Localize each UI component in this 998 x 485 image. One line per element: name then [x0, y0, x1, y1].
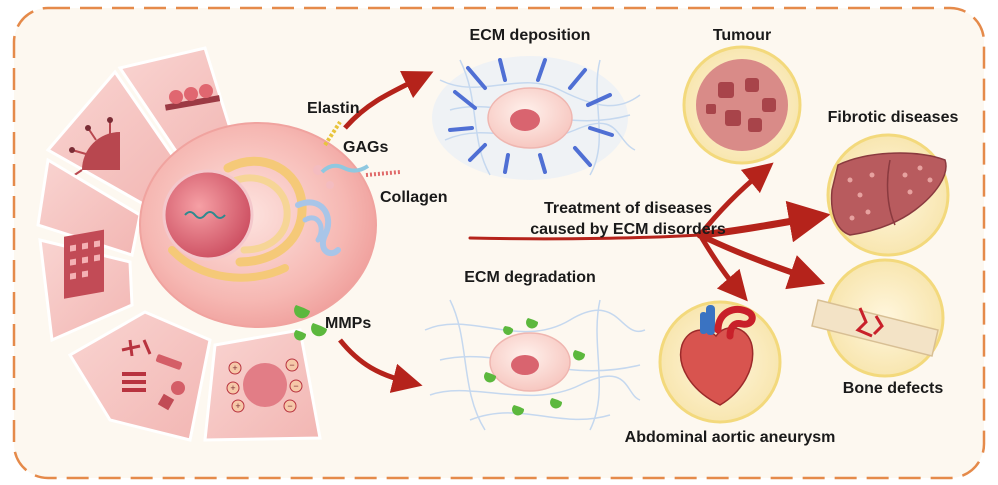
- microneedle-scaffold-icon: [64, 229, 104, 299]
- treatment-arrows: [468, 162, 831, 302]
- ecm-components-icon: [320, 120, 401, 177]
- dashed-frame: [12, 6, 986, 480]
- svg-text:−: −: [293, 381, 298, 391]
- treatment-label-line1: Treatment of diseases: [543, 200, 713, 217]
- broken-bone-icon: [811, 258, 945, 378]
- ecm-degradation-cell-icon: [424, 299, 646, 431]
- nanoparticle-icon: [67, 117, 120, 181]
- arrow-to-deposition: [343, 71, 434, 130]
- ecm-deposition-cell-icon: [432, 56, 641, 180]
- abdominal-aortic-aneurysm-label: Abdominal aortic aneurysm: [624, 429, 836, 446]
- cell-icon: [139, 122, 377, 328]
- heart-icon: [658, 300, 782, 424]
- svg-text:+: +: [235, 401, 240, 411]
- treatment-label-line2: caused by ECM disorders: [530, 221, 726, 238]
- svg-text:−: −: [289, 360, 294, 370]
- liver-icon: [826, 133, 950, 257]
- gags-label: GAGs: [343, 139, 389, 156]
- microspheres-icon: [164, 84, 221, 111]
- svg-text:+: +: [232, 363, 237, 373]
- collagen-label: Collagen: [380, 189, 448, 206]
- tumour-label: Tumour: [712, 27, 772, 44]
- charged-particle-icon: + + + − − −: [226, 358, 303, 413]
- arrow-to-degradation: [338, 338, 423, 393]
- small-molecules-icon: [121, 339, 185, 411]
- elastin-label: Elastin: [307, 100, 360, 117]
- fibrotic-diseases-label: Fibrotic diseases: [827, 109, 959, 126]
- mmp-enzyme-icon: [294, 305, 327, 341]
- ecm-deposition-label: ECM deposition: [469, 27, 591, 44]
- svg-text:+: +: [230, 383, 235, 393]
- bone-defects-label: Bone defects: [842, 380, 944, 397]
- ecm-degradation-label: ECM degradation: [464, 269, 596, 286]
- treatment-label: Treatment of diseases caused by ECM diso…: [530, 198, 726, 240]
- mmps-label: MMPs: [325, 315, 372, 332]
- tumour-tissue-icon: [682, 45, 802, 165]
- svg-text:−: −: [287, 401, 292, 411]
